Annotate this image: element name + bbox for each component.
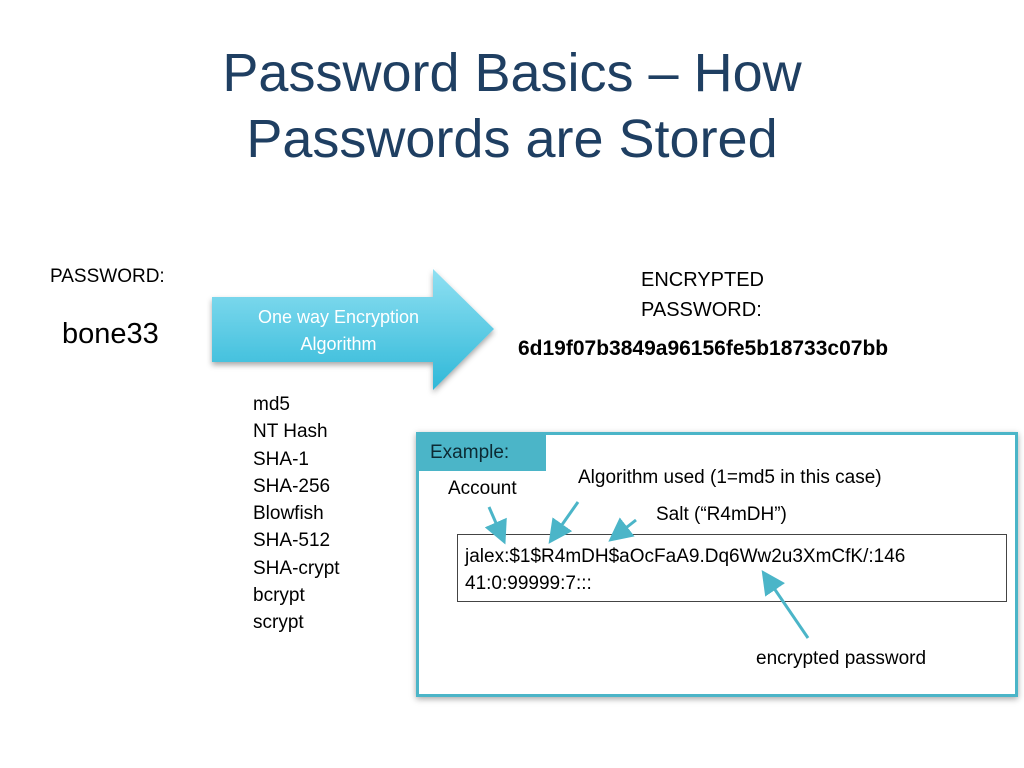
algorithm-used-label: Algorithm used (1=md5 in this case) — [578, 467, 882, 488]
list-item: md5 — [253, 394, 290, 415]
shadow-entry-line-2: 41:0:99999:7::: — [465, 573, 592, 594]
arrow-shape-icon — [212, 269, 494, 390]
list-item: SHA-256 — [253, 475, 331, 497]
example-tab-label: Example: — [430, 442, 510, 463]
account-pointer-arrow — [484, 506, 507, 545]
list-item: bcrypt — [253, 585, 305, 607]
password-label: PASSWORD: — [50, 266, 165, 287]
encrypted-password-heading: ENCRYPTED PASSWORD: — [641, 269, 764, 321]
example-tab: Example: — [416, 435, 546, 471]
account-label: Account — [448, 478, 517, 499]
arrow-label-line-1: One way Encryption — [257, 307, 420, 327]
algorithm-pointer-arrow — [548, 501, 580, 544]
encrypted-password-label: encrypted password — [756, 648, 927, 669]
algorithm-list: md5 NT Hash SHA-1 SHA-256 Blowfish SHA-5… — [253, 391, 340, 637]
list-item: scrypt — [253, 612, 304, 634]
salt-label: Salt (“R4mDH”) — [656, 504, 787, 525]
list-item: SHA-1 — [253, 448, 309, 470]
title-line-1: Password Basics – How — [222, 43, 802, 103]
shadow-entry-line-1: jalex:$1$R4mDH$aOcFaA9.Dq6Ww2u3XmCfK/:14… — [465, 546, 906, 567]
salt-pointer-arrow — [608, 517, 637, 542]
password-value: bone33 — [62, 318, 159, 350]
shadow-entry-text: jalex:$1$R4mDH$aOcFaA9.Dq6Ww2u3XmCfK/:14… — [465, 543, 905, 597]
shadow-entry: jalex:$1$R4mDH$aOcFaA9.Dq6Ww2u3XmCfK/:14… — [457, 534, 1007, 602]
list-item: SHA-512 — [253, 530, 331, 552]
list-item: SHA-crypt — [253, 557, 340, 579]
encrypted-password-pointer-arrow — [761, 570, 810, 639]
title-line-2: Passwords are Stored — [246, 109, 778, 169]
arrow-label: One way Encryption Algorithm — [216, 304, 461, 358]
arrow-label-line-2: Algorithm — [300, 334, 377, 354]
encrypted-password-value: 6d19f07b3849a96156fe5b18733c07bb — [518, 337, 889, 360]
slide-title: Password Basics – How Passwords are Stor… — [0, 40, 1024, 172]
list-item: Blowfish — [253, 503, 324, 525]
encryption-arrow: One way Encryption Algorithm — [206, 266, 498, 398]
list-item: NT Hash — [253, 421, 328, 443]
